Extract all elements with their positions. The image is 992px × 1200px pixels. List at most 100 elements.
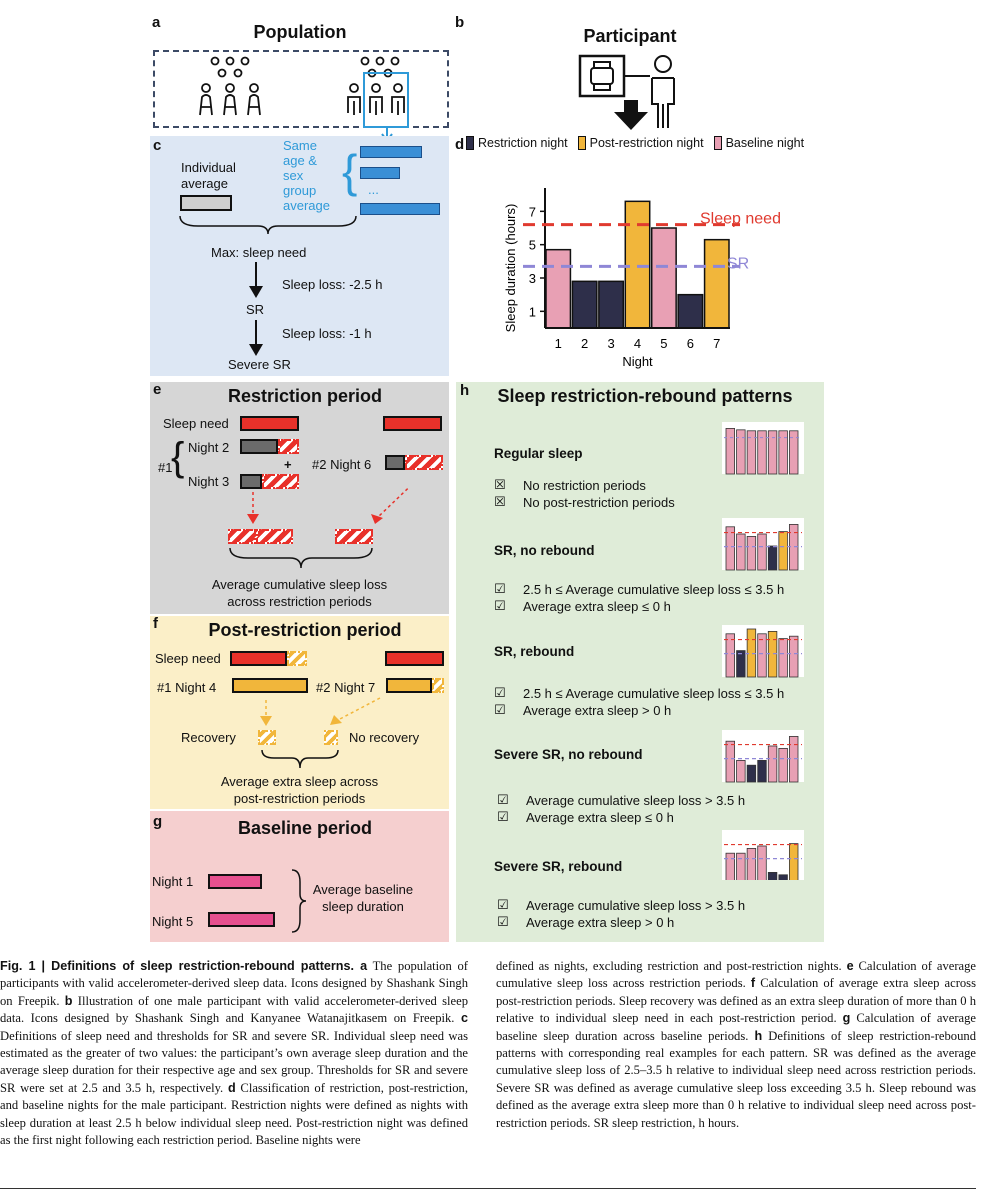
caption-text: Calculation of average baseline sleep du… [496,1011,976,1043]
thumb-bar [767,745,778,783]
panel-c-letter: c [153,137,162,154]
g-night1-bar [208,874,262,889]
thumb-bar [778,531,788,571]
e-arrows [247,488,410,524]
e-brace-bottom [229,547,373,569]
f-extra-hatch [287,651,307,666]
arrow-down-black-icon [614,100,648,130]
pattern-1-name: SR, no rebound [494,543,595,558]
group-bar-1 [360,146,422,158]
x-tick-7: 7 [713,336,720,351]
pattern-2-criterion-1: 2.5 h ≤ Average cumulative sleep loss ≤ … [523,686,785,701]
thumb-bar [725,427,735,475]
legend-swatch-baseline [713,136,722,150]
participant-watch-icon [578,54,675,128]
panel-b-title: Participant [583,26,677,46]
pattern-thumb-1 [722,518,804,571]
caption-text: defined as nights, excluding restriction… [496,959,847,973]
thumb-bar [767,545,778,571]
panel-h-letter: h [460,382,470,399]
panel-d-letter: d [455,136,465,153]
thumb-bar [746,430,757,475]
bar-night-2 [571,280,598,329]
g-night5-bar [208,912,275,927]
e-group1-label: #1 [158,460,173,475]
g-avg-line1: Average baseline [312,882,414,897]
f-sleep-need-bar [230,651,287,666]
caption-bold: g [842,1011,851,1026]
pattern-2-mark-1: ☑ [494,686,506,701]
caption-bold: h [754,1028,763,1043]
caption-text: Classification of restriction, post-rest… [0,1080,469,1148]
thumb-bar [736,429,746,475]
x-tick-6: 6 [687,336,694,351]
e-night6-loss [405,455,443,470]
female-group-icon [199,56,261,116]
individual-average-label: Individual average [181,160,236,191]
x-axis-label: Night [622,354,653,369]
thumb-bar [778,430,788,475]
thumb-bar [736,650,746,678]
individual-average-bar [180,195,232,211]
pattern-0-criterion-2: No post-restriction periods [523,495,675,510]
thumb-bar [736,533,746,571]
pattern-0-mark-2: ☒ [494,495,506,510]
group-average-label: Same age & sex group average [283,138,330,213]
thumb-bar [757,759,767,783]
chart-legend: Restriction night Post-restriction night… [466,134,804,152]
e-cum-loss-3 [335,529,373,544]
thumb-bar [757,430,767,475]
pattern-example-thumbnails [722,422,804,880]
e-night3-loss [262,474,299,489]
y-axis-label: Sleep duration (hours) [503,204,518,333]
pattern-thumb-0 [722,422,804,475]
thumb-bar [757,845,767,880]
pattern-3-name: Severe SR, no rebound [494,747,643,762]
pattern-1-mark-2: ☑ [494,599,506,614]
y-tick-5: 5 [529,238,536,253]
pattern-4-mark-2: ☑ [497,915,509,930]
thumb-bar [725,633,735,678]
selected-participant-highlight [363,72,409,128]
panel-f [150,616,449,809]
pattern-4-name: Severe SR, rebound [494,859,623,874]
caption-text: Definitions of sleep need and thresholds… [0,1028,468,1095]
population-box [153,50,449,128]
y-tick-3: 3 [529,271,536,286]
x-tick-4: 4 [634,336,641,351]
thumb-bar [746,536,757,571]
thumb-bar [736,852,746,880]
pattern-0-name: Regular sleep [494,446,583,461]
panel-f-title: Post-restriction period [208,620,402,640]
pattern-3-mark-1: ☑ [497,793,509,808]
pattern-4-criterion-1: Average cumulative sleep loss > 3.5 h [526,898,746,913]
thumb-bar [789,430,799,475]
thumb-bar [725,740,735,783]
e-night2-loss [278,439,299,454]
pattern-2-mark-2: ☑ [494,703,506,718]
f-avg-line2: post-restriction periods [233,791,366,806]
sr-line-label: SR [727,255,749,272]
pattern-3-criterion-2: Average extra sleep ≤ 0 h [526,810,674,825]
group-bar-2 [360,167,400,179]
f-no-recovery-label: No recovery [349,730,420,745]
bar-night-5 [650,227,677,329]
e-night3-bar [240,474,262,489]
pattern-4-mark-1: ☑ [497,898,509,913]
pattern-3-mark-2: ☑ [497,810,509,825]
bar-night-3 [598,280,625,329]
f-night4-label: #1 Night 4 [157,680,217,695]
caption-bold: d [227,1080,236,1095]
pattern-2-criterion-2: Average extra sleep > 0 h [523,703,672,718]
pattern-0-criterion-1: No restriction periods [523,478,646,493]
sr-label: SR [246,302,265,317]
male-group-icon [347,56,405,115]
max-sleep-need-label: Max: sleep need [211,245,307,260]
bar-night-4 [624,200,651,329]
f-night7-label: #2 Night 7 [316,680,376,695]
group-bar-3 [360,203,440,215]
caption-bold: f [750,976,756,991]
thumb-bar [746,764,757,783]
f-night7-hatch [432,678,444,693]
caption-rule [0,1188,976,1189]
